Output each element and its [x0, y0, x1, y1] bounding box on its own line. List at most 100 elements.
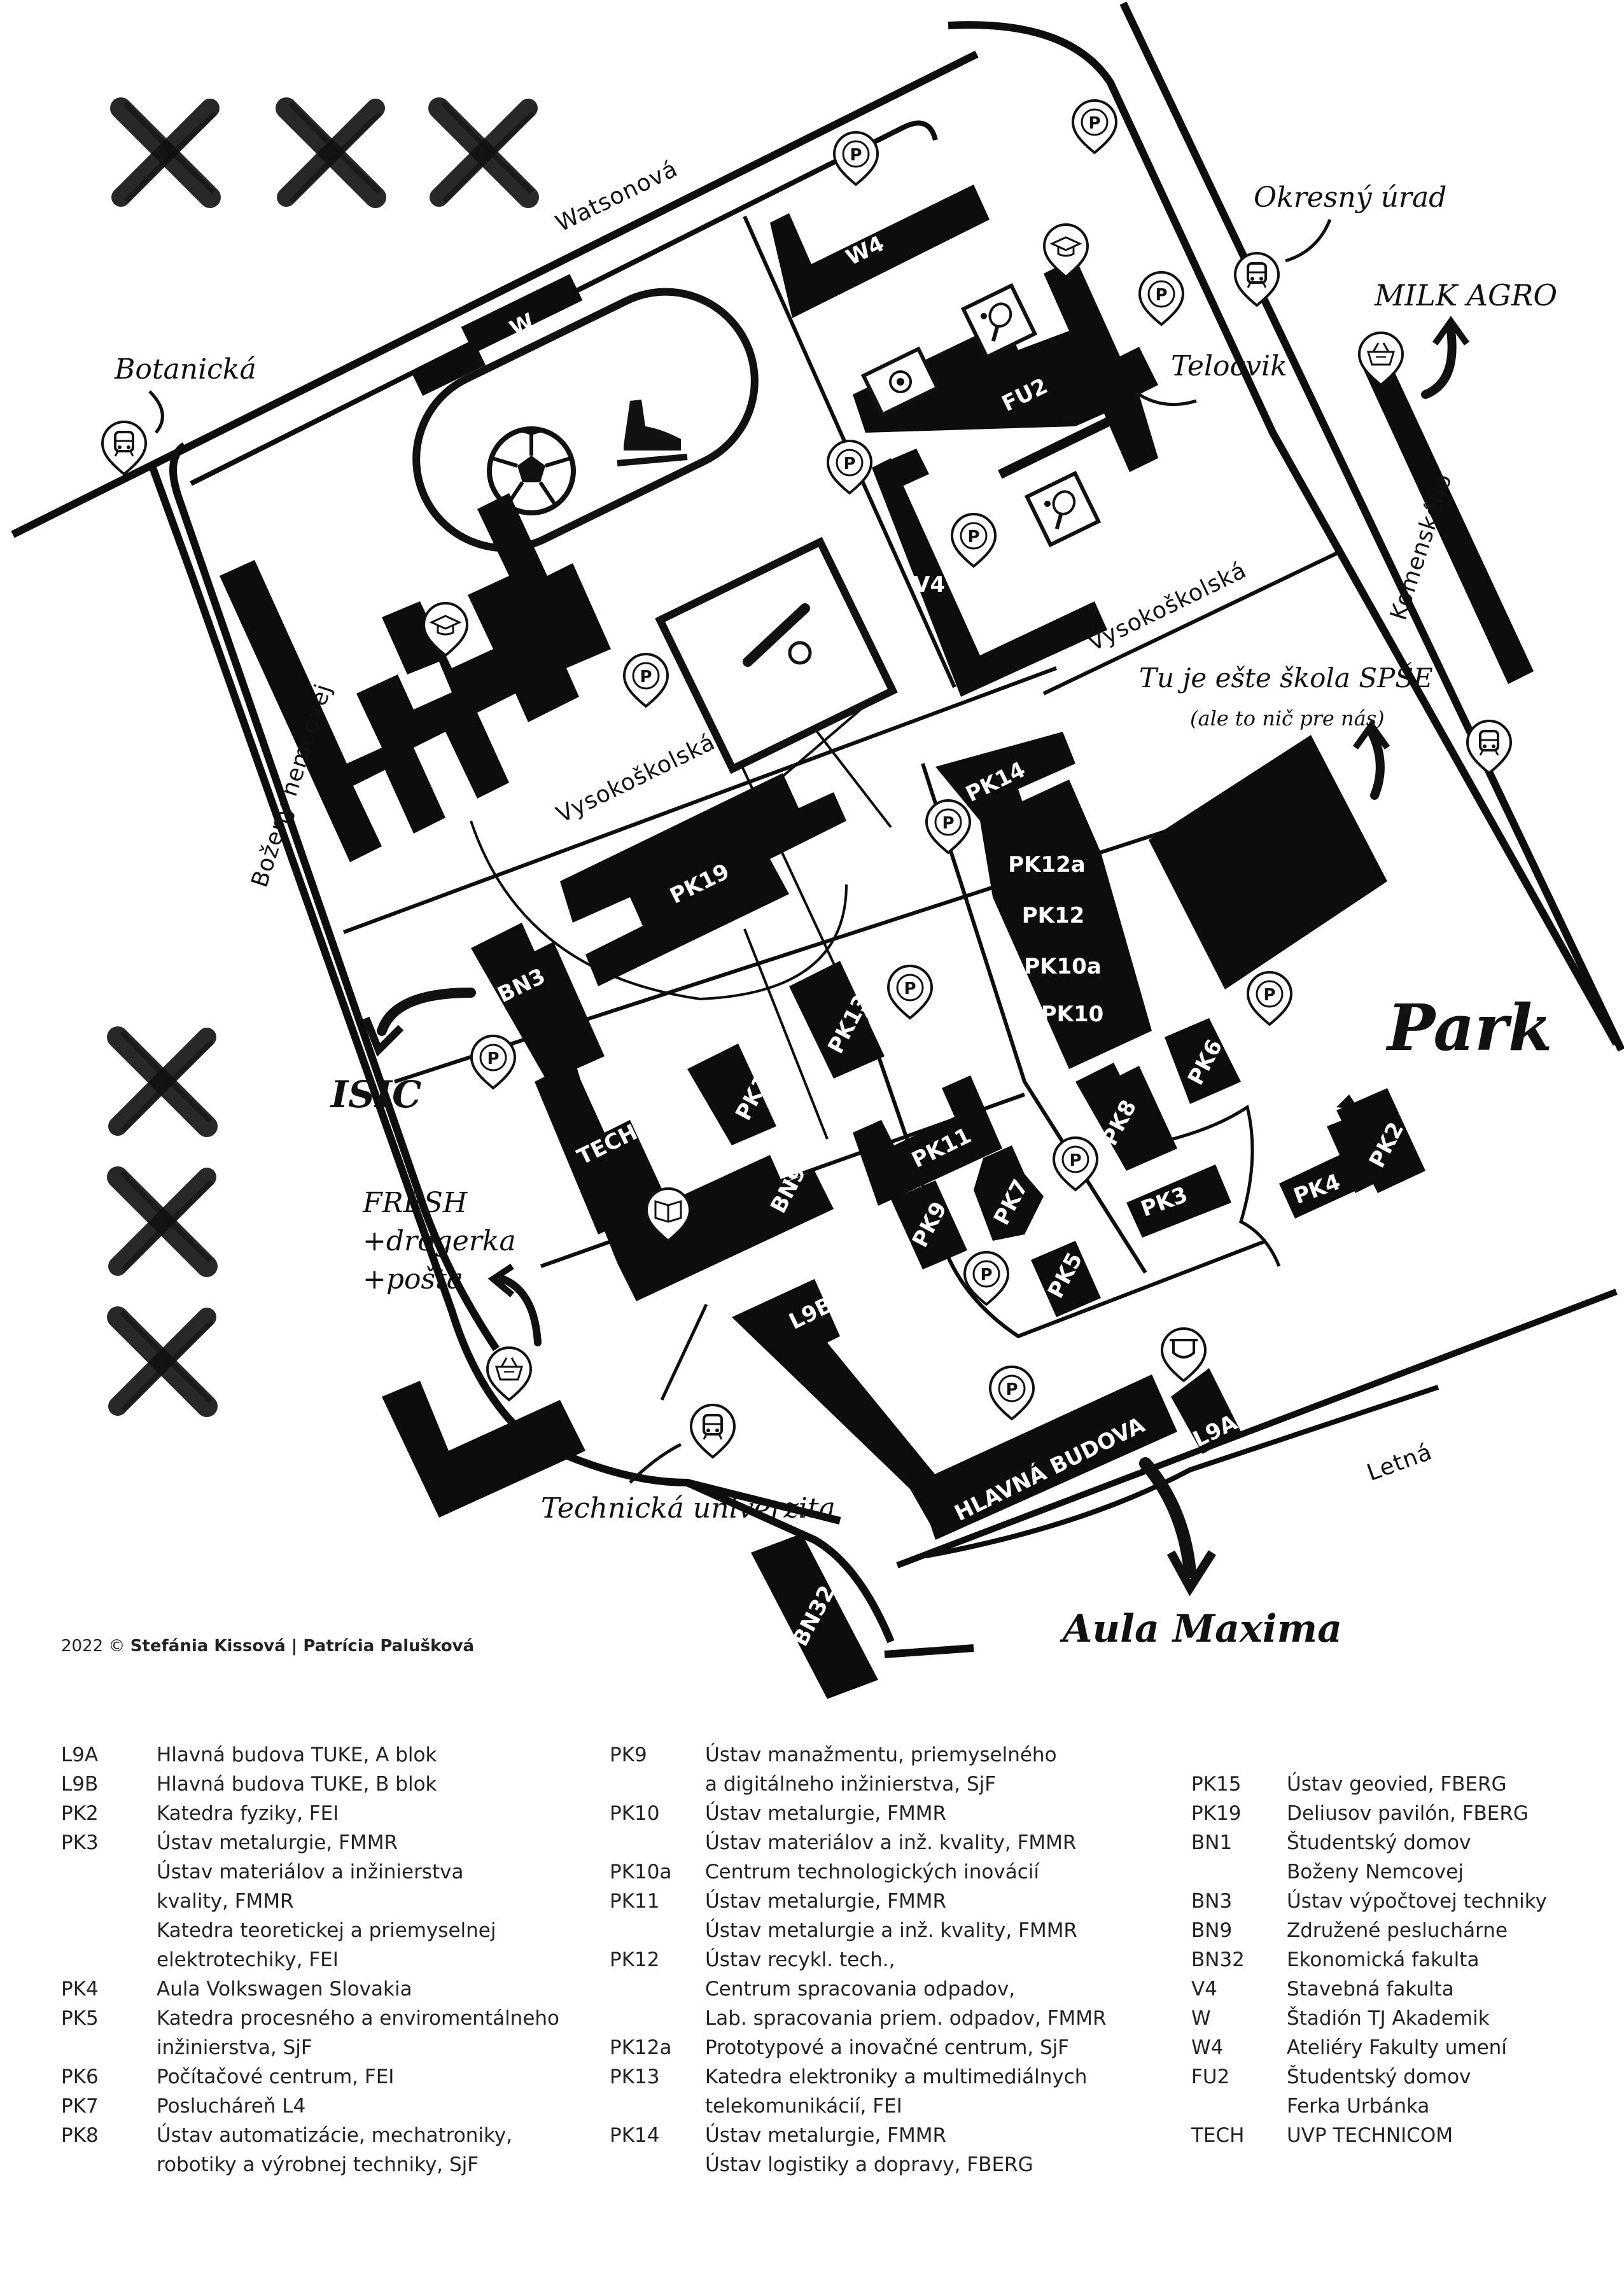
building-PK19[interactable] — [560, 773, 846, 986]
building-W[interactable] — [461, 274, 583, 354]
label-PK12: PK12 — [1022, 903, 1085, 928]
legend-line: Poslucháreň L4 — [157, 2095, 306, 2118]
legend-description: Centrum technologických inovácií — [705, 1857, 1039, 1887]
parking-icon[interactable] — [624, 654, 668, 706]
legend-code: W — [1191, 2007, 1211, 2030]
building-fresh-store[interactable] — [382, 1381, 585, 1518]
building-L9A[interactable] — [1171, 1368, 1241, 1454]
label-PK10a: PK10a — [1024, 954, 1102, 979]
building-BN32[interactable] — [751, 1534, 878, 1699]
building-PK7[interactable] — [974, 1145, 1044, 1241]
university-logo-icon[interactable] — [1162, 1329, 1205, 1381]
legend-code: L9B — [61, 1773, 99, 1796]
parking-icon[interactable] — [990, 1367, 1033, 1419]
legend-description: Deliusov pavilón, FBERG — [1287, 1799, 1529, 1828]
building-PK3[interactable] — [1126, 1164, 1231, 1238]
legend-description: Hlavná budova TUKE, B blok — [157, 1770, 437, 1799]
legend-description: Katedra fyziky, FEI — [157, 1799, 339, 1828]
parking-icon[interactable] — [1140, 272, 1183, 325]
arrow-icon — [148, 390, 164, 434]
building-PK6[interactable] — [1165, 1018, 1241, 1104]
note-fresh-3: +pošta — [363, 1263, 463, 1296]
legend-line: inžinierstva, SjF — [157, 2036, 312, 2059]
tram-icon[interactable] — [1467, 721, 1511, 773]
building-PK15[interactable] — [687, 1044, 776, 1145]
building-PK8[interactable] — [1075, 1063, 1177, 1171]
note-botanicka: Botanická — [114, 353, 256, 386]
parking-icon[interactable] — [1073, 101, 1116, 153]
building-FU2[interactable] — [853, 258, 1158, 472]
building-PK13[interactable] — [789, 961, 885, 1079]
shop-basket-icon[interactable] — [487, 1348, 531, 1400]
legend-line: UVP TECHNICOM — [1287, 2124, 1453, 2147]
legend-code: TECH — [1191, 2124, 1245, 2147]
legend-line: Ústav metalurgie, FMMR — [705, 1890, 947, 1913]
building-W4[interactable] — [770, 185, 990, 318]
note-spse-line1: Tu je ešte škola SPŠE — [1139, 662, 1433, 694]
label-PK12a: PK12a — [1008, 852, 1086, 877]
legend-code: PK5 — [61, 2007, 99, 2030]
building-BN1[interactable] — [220, 493, 611, 862]
legend-code: BN32 — [1191, 1948, 1245, 1971]
legend-line: Katedra teoretickej a priemyselnej — [157, 1919, 496, 1942]
building-PK11[interactable] — [853, 1075, 1002, 1206]
note-technicka-univerzita: Technická univerzita — [541, 1492, 836, 1525]
label-V4: V4 — [913, 572, 945, 597]
legend-code: PK10 — [610, 1802, 660, 1825]
parking-icon[interactable] — [472, 1036, 515, 1088]
legend-line: robotiky a výrobnej techniky, SjF — [157, 2153, 479, 2176]
tram-icon[interactable] — [691, 1405, 734, 1457]
label-PK10: PK10 — [1041, 1002, 1104, 1027]
credit-authors: Stefánia Kissová | Patrícia Palušková — [130, 1637, 475, 1656]
building-PK5[interactable] — [1031, 1241, 1101, 1317]
building-milk-agro[interactable] — [1362, 356, 1534, 684]
legend-entry: BN3 Ústav výpočtovej techniky — [1191, 1887, 1547, 1916]
legend-entry: L9B Hlavná budova TUKE, B blok — [61, 1770, 559, 1799]
legend-line: Študentský domov — [1287, 2065, 1471, 2088]
building-V4[interactable] — [872, 458, 1107, 697]
building-BN9[interactable] — [605, 1155, 834, 1301]
legend-code: BN3 — [1191, 1890, 1233, 1913]
building-PK14[interactable] — [935, 732, 1075, 821]
parking-icon[interactable] — [888, 966, 932, 1018]
parking-icon[interactable] — [927, 800, 970, 853]
legend-description: Ekonomická fakulta — [1287, 1945, 1479, 1974]
arrow-icon — [1285, 219, 1332, 263]
graduation-cap-icon[interactable] — [1044, 225, 1088, 277]
legend-description: Ústav výpočtovej techniky — [1287, 1887, 1547, 1916]
legend-line: Ekonomická fakulta — [1287, 1948, 1480, 1971]
legend-entry: BN32 Ekonomická fakulta — [1191, 1945, 1547, 1974]
parking-icon[interactable] — [834, 132, 878, 185]
parking-icon[interactable] — [1248, 972, 1291, 1024]
legend-code: PK2 — [61, 1802, 99, 1825]
football-icon — [487, 426, 576, 515]
legend-description: Ústav automatizácie, mechatroniky,roboti… — [157, 2121, 512, 2179]
building-TECH[interactable] — [535, 1063, 668, 1234]
building-SPSE[interactable] — [1149, 735, 1387, 989]
parking-icon[interactable] — [952, 514, 995, 566]
legend-line: Katedra fyziky, FEI — [157, 1802, 339, 1825]
building-PK12-PK10[interactable] — [980, 779, 1152, 1069]
parking-icon[interactable] — [1054, 1138, 1097, 1190]
legend-line: Katedra elektroniky a multimediálnych — [705, 2065, 1088, 2088]
building-BN3[interactable] — [471, 923, 605, 1082]
legend-code: PK12a — [610, 2036, 672, 2059]
legend-line: Počítačové centrum, FEI — [157, 2065, 395, 2088]
legend-code: PK6 — [61, 2065, 99, 2088]
tram-icon[interactable] — [1235, 253, 1278, 305]
legend-code: PK15 — [1191, 1773, 1242, 1796]
building-PK9[interactable] — [891, 1180, 967, 1269]
tram-icon[interactable] — [102, 422, 146, 474]
